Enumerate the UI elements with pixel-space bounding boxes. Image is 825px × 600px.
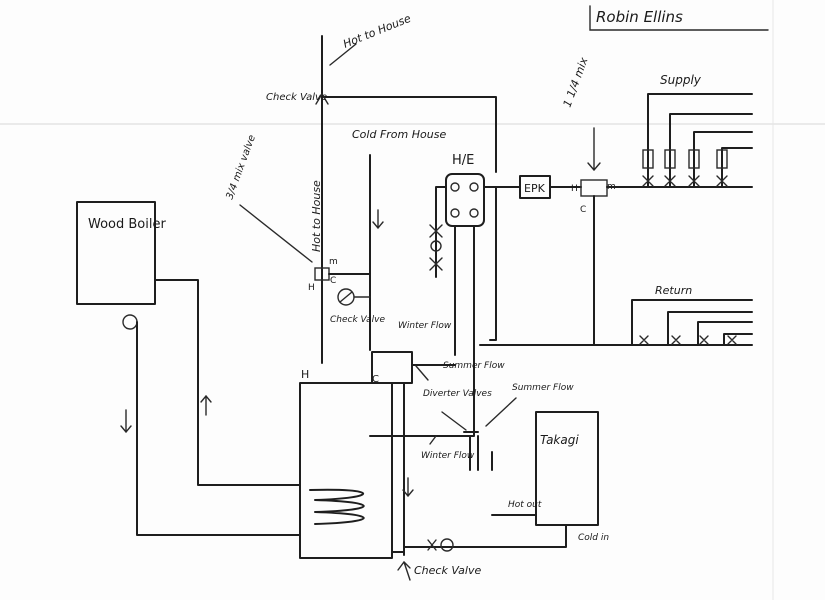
winter-flow-bottom-arrow <box>429 435 437 445</box>
mix-valve-3-4-leader <box>239 204 313 263</box>
check-valve-bottom-label: Check Valve <box>414 564 481 577</box>
boiler-up-arrow <box>200 394 212 416</box>
return-loop-4 <box>723 333 753 346</box>
name-box <box>589 5 769 31</box>
return-label: Return <box>655 284 692 297</box>
diverter-to-he <box>469 351 475 437</box>
supply-zone-valves <box>642 149 728 187</box>
check-valve-mid-label: Check Valve <box>330 315 385 325</box>
he-label: H/E <box>452 153 474 168</box>
check-valve-mid-slash <box>339 291 353 303</box>
check-valve-bottom-x <box>427 539 437 551</box>
he-port-4 <box>469 208 479 218</box>
hot-out-label: Hot out <box>508 500 542 510</box>
supply-loop-2 <box>669 113 753 188</box>
he-right-return <box>483 186 497 341</box>
boiler-pump <box>122 314 138 330</box>
takagi-heater <box>535 411 599 526</box>
winter-down-arrow <box>402 477 414 498</box>
takagi-label: Takagi <box>540 433 579 447</box>
wood-boiler <box>76 201 156 305</box>
supply-loop-1 <box>647 93 753 188</box>
cold-arrow <box>372 209 384 230</box>
mix-valve-3-4-label: 3/4 mix valve <box>224 134 258 201</box>
mix-arrow <box>587 127 601 172</box>
winter-flow-bottom-label: Winter Flow <box>421 451 475 461</box>
check-valve-top-arrow <box>315 92 329 105</box>
tank-right-pipe <box>391 382 405 553</box>
port-c-2: C <box>580 205 586 215</box>
diverter-port-c: C <box>372 374 379 385</box>
he-port-2 <box>469 182 479 192</box>
epk-label: EPK <box>524 182 546 195</box>
author-name: Robin Ellins <box>596 8 683 26</box>
mix-valve-1-1-4 <box>580 179 608 197</box>
wood-boiler-label-line1: Wood Boiler <box>88 217 166 232</box>
he-isolation-valves <box>429 224 443 271</box>
he-valve-a <box>430 240 442 252</box>
heat-exchanger <box>445 173 485 227</box>
mix-valve-1-1-4-label: 1 1/4 mix <box>561 55 591 109</box>
he-port-1 <box>450 182 460 192</box>
loop-top-pipe <box>321 96 497 173</box>
diverter-leader-1 <box>415 365 429 381</box>
return-valves <box>639 335 737 345</box>
return-loop-2 <box>667 311 753 346</box>
hot-to-house-vertical-label: Hot to House <box>310 180 323 252</box>
supply-loop-4 <box>721 147 753 188</box>
he-left-pipe <box>435 186 447 278</box>
winter-flow-top-label: Winter Flow <box>398 321 452 331</box>
summer-flow-left-label: Summer Flow <box>443 361 505 371</box>
port-m-1: m <box>329 257 338 267</box>
summer-flow-right-label: Summer Flow <box>512 383 574 393</box>
diverter-leader-2 <box>441 411 467 431</box>
port-h-1: H <box>308 283 315 293</box>
cold-from-house-label: Cold From House <box>352 128 446 141</box>
port-c-1: C <box>330 276 336 286</box>
boiler-down-arrow <box>120 409 132 434</box>
he-port-3 <box>450 208 460 218</box>
check-valve-bottom-symbol <box>440 538 454 552</box>
tank-coil <box>309 488 365 525</box>
diverter-valves-label: Diverter Valves <box>423 389 492 399</box>
storage-tank <box>299 382 393 559</box>
port-h-2: H <box>571 184 578 194</box>
return-loop-1 <box>631 299 753 346</box>
takagi-hot-pipe <box>477 435 537 516</box>
summer-flow-right-arrow <box>485 397 517 427</box>
check-valve-top-label: Check Valve <box>266 92 327 103</box>
boiler-supply-pipe <box>154 279 301 486</box>
tank-port-h: H <box>301 368 309 381</box>
hot-to-house-top-label: Hot to House <box>341 12 413 51</box>
boiler-return-pipe <box>136 321 301 536</box>
diverter-box <box>371 351 413 384</box>
takagi-cold-pipe <box>403 524 567 548</box>
return-loop-3 <box>697 321 753 346</box>
hot-arrow <box>329 43 357 66</box>
supply-label: Supply <box>660 73 702 87</box>
check-valve-bottom-arrow <box>397 560 411 581</box>
cold-in-label: Cold in <box>578 533 609 543</box>
